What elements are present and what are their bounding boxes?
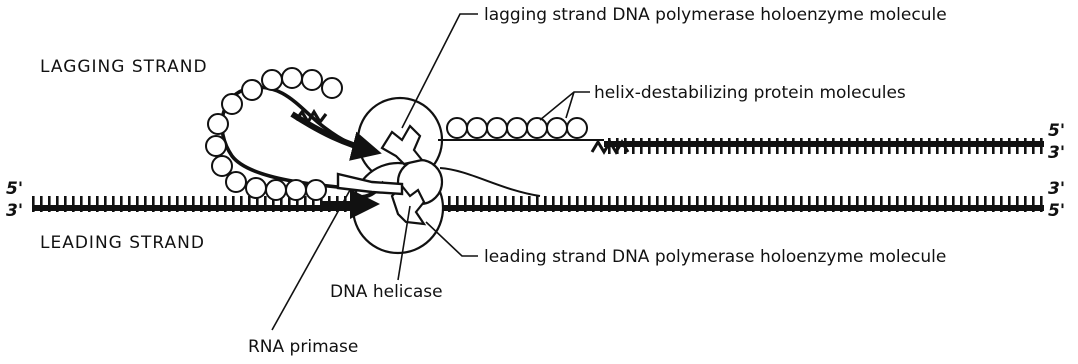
ssb-protein [306,180,326,200]
ssb-proteins-label: helix-destabilizing protein molecules [594,83,906,103]
left-top-end-label: 5' [6,179,23,199]
ssb-protein [212,156,232,176]
ssb-protein [208,114,228,134]
leading-daughter-duplex [436,196,1044,212]
ssb-protein [246,178,266,198]
ssb-protein [266,180,286,200]
left-bottom-end-label: 3' [6,201,23,221]
ssb-protein [567,118,587,138]
ssb-protein [322,78,342,98]
replication-proteins [353,98,443,253]
leading-polymerase-label: leading strand DNA polymerase holoenzyme… [484,247,946,267]
ssb-protein [527,118,547,138]
ssb-protein [226,172,246,192]
ssb-protein [302,70,322,90]
lagging-polymerase-label: lagging strand DNA polymerase holoenzyme… [484,5,947,25]
ssb-proteins-leader [540,92,590,120]
ssb-protein [262,70,282,90]
lagging-daughter-duplex [604,138,1044,154]
ssb-protein [447,118,467,138]
right-upper-bottom-end-label: 3' [1048,143,1065,163]
ssb-protein [507,118,527,138]
ssb-protein [282,68,302,88]
ssb-protein [487,118,507,138]
right-lower-top-end-label: 3' [1048,179,1065,199]
ssb-protein [467,118,487,138]
leading-strand-label: LEADING STRAND [40,233,205,253]
ssb-protein [242,80,262,100]
ssb-protein [286,180,306,200]
lagging-strand-loop [222,87,374,190]
dna-double-helices [32,138,1044,212]
fork-unwound-strand [440,168,540,196]
rna-primase-label: RNA primase [248,337,358,357]
dna-helicase-label: DNA helicase [330,282,443,302]
ssb-protein [206,136,226,156]
right-lower-bottom-end-label: 5' [1048,201,1065,221]
labels: lagging strand DNA polymerase holoenzyme… [40,5,947,357]
ssb-protein [547,118,567,138]
ssb-protein [222,94,242,114]
lagging-strand-label: LAGGING STRAND [40,57,208,77]
right-upper-top-end-label: 5' [1048,121,1065,141]
